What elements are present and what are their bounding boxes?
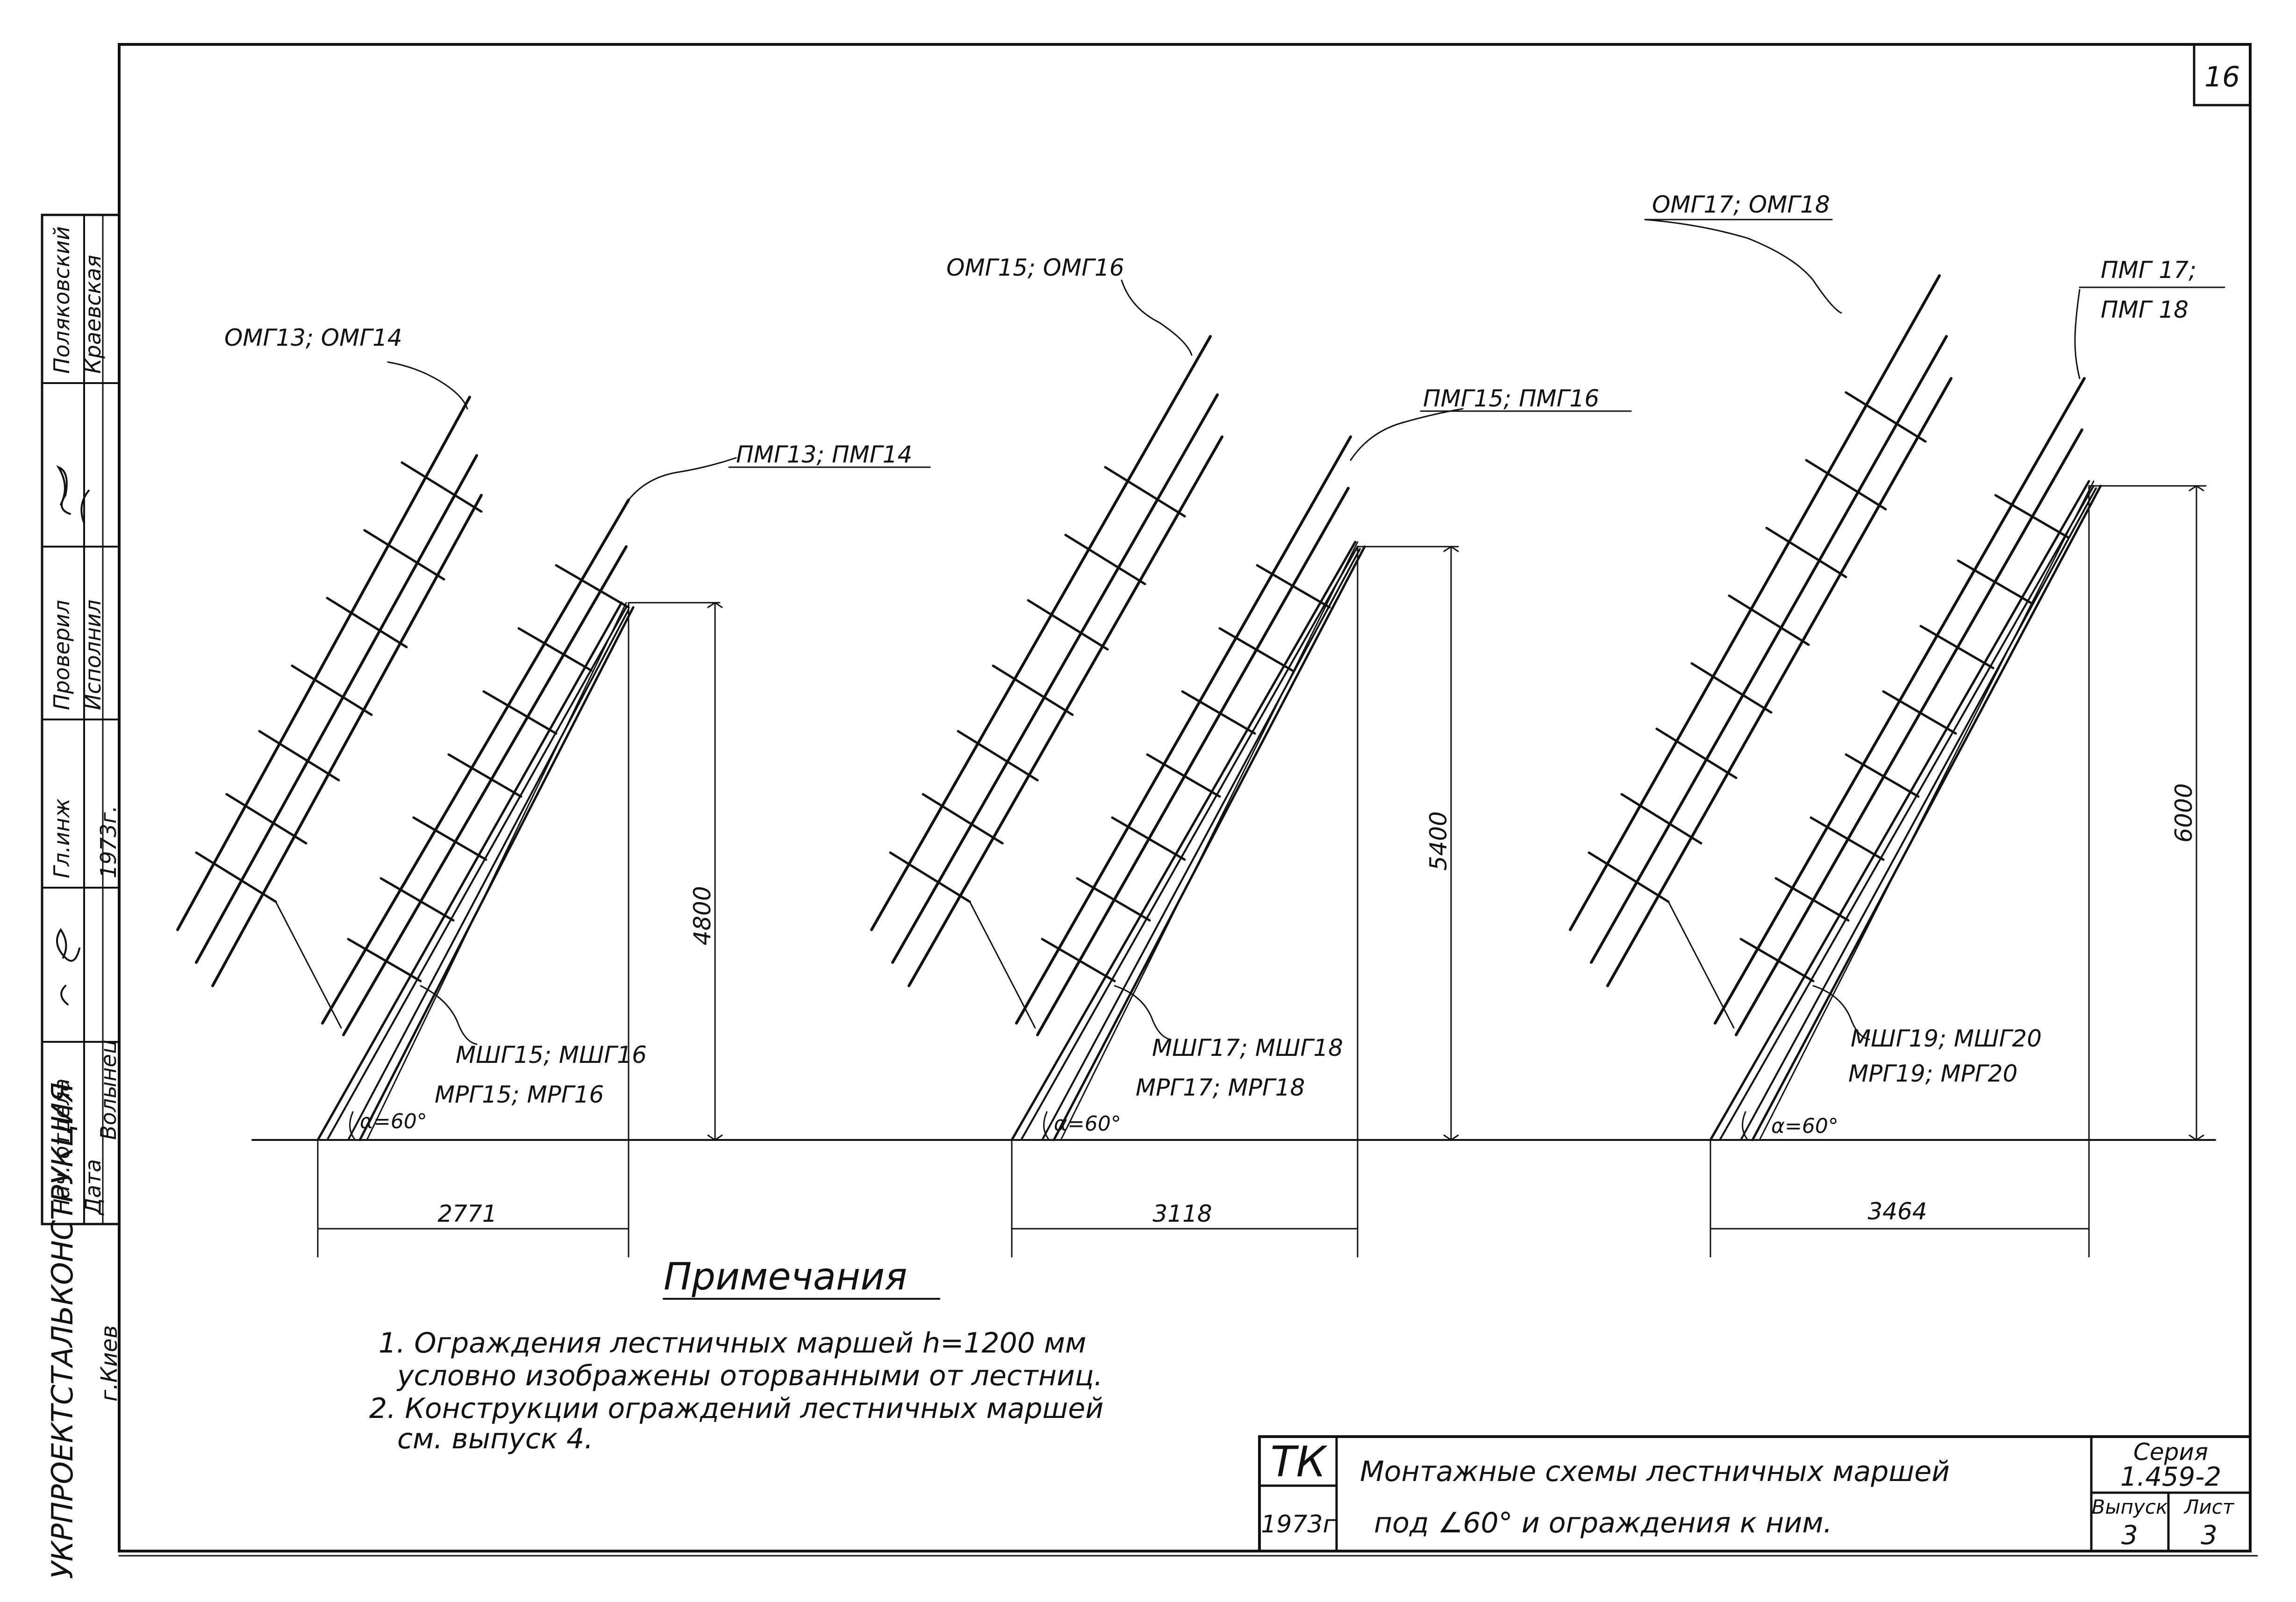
scheme-3-rail-label-2: ПМГ 18: [2101, 296, 2189, 323]
left-stamp: Нач. отдела Дата Волынец Гл.инж 1973г. П…: [41, 214, 121, 1225]
stamp-role-4: Гл.инж: [49, 798, 74, 878]
sheet-label: Лист: [2183, 1495, 2235, 1518]
scheme-1-guard-label: ОМГ13; ОМГ14: [224, 324, 402, 351]
scheme-1-flight-label-1: МШГ15; МШГ16: [456, 1041, 647, 1068]
scheme-1-guard-omg: [176, 361, 483, 987]
scheme-2-guard-omg: [870, 279, 1223, 987]
scheme-3-rail-label: ПМГ 17;: [2101, 256, 2196, 284]
notes-line-2: условно изображены оторванными от лестни…: [396, 1360, 1103, 1392]
scheme-2-flight-label-2: МРГ17; МРГ18: [1136, 1074, 1305, 1101]
scheme-2-width: 3118: [1152, 1200, 1212, 1227]
scheme-1-flight: [275, 498, 635, 1141]
scheme-3-width: 3464: [1867, 1198, 1927, 1225]
scheme-1-angle-label: α=60°: [360, 1110, 427, 1133]
scheme-1-dimensions: [317, 457, 931, 1258]
stamp-role-6: Исполнил: [80, 599, 106, 710]
scheme-2-angle-label: α=60°: [1054, 1112, 1121, 1136]
scheme-2-height: 5400: [1425, 811, 1452, 870]
scheme-3-angle-label: α=60°: [1771, 1114, 1838, 1138]
scheme-1-flight-label-2: МРГ15; МРГ16: [435, 1081, 604, 1108]
title-block-title-2: под ∠60° и ограждения к ним.: [1374, 1507, 1832, 1539]
sheet-number-box: 16: [2193, 43, 2252, 107]
title-block-title-1: Монтажные схемы лестничных маршей: [1360, 1455, 1950, 1488]
organization-city: г.Киев: [96, 1325, 122, 1402]
stamp-name-7: Поляковский: [49, 226, 74, 374]
scheme-labels: ОМГ13; ОМГ14 ПМГ13; ПМГ14 МШГ15; МШГ16 М…: [224, 191, 2197, 1227]
title-block: ТК 1973г Монтажные схемы лестничных марш…: [1258, 1435, 2252, 1552]
scheme-1: [176, 361, 931, 1258]
stamp-name-4: 1973г.: [96, 805, 121, 878]
series-value: 1.459-2: [2120, 1462, 2221, 1492]
stamp-role-2: Дата: [80, 1159, 106, 1216]
title-block-year: 1973г: [1261, 1510, 1336, 1538]
sheet-number: 16: [2204, 61, 2240, 93]
notes-line-1: 1. Ограждения лестничных маршей h=1200 м…: [379, 1327, 1086, 1360]
stamp-name-2: Волынец: [96, 1040, 121, 1140]
scheme-2-flight-label-1: МШГ17; МШГ18: [1152, 1034, 1343, 1061]
notes-line-4: см. выпуск 4.: [397, 1423, 593, 1455]
issue-value: 3: [2121, 1520, 2138, 1551]
notes-title: Примечания: [664, 1255, 907, 1298]
series-label: Серия: [2133, 1438, 2208, 1466]
sheet-value: 3: [2201, 1520, 2217, 1551]
signature-mark-1: [56, 928, 80, 1005]
issue-label: Выпуск: [2092, 1495, 2168, 1518]
scheme-2-dimensions: [1011, 408, 1632, 1258]
scheme-3-guard-omg: [1569, 219, 1953, 987]
title-block-code: ТК: [1271, 1438, 1328, 1487]
scheme-1-width: 2771: [437, 1200, 497, 1227]
stamp-role-5: Проверил: [49, 600, 74, 710]
organization-name: УКРПРОЕКТСТАЛЬКОНСТРУКЦИЯ: [45, 1082, 79, 1579]
notes: Примечания 1. Ограждения лестничных марш…: [369, 1255, 1103, 1455]
signature-mark-2: [56, 465, 90, 524]
scheme-1-height: 4800: [689, 886, 716, 945]
scheme-2-flight: [969, 435, 1366, 1141]
notes-line-3: 2. Конструкции ограждений лестничных мар…: [369, 1392, 1103, 1425]
scheme-3-height: 6000: [2170, 783, 2197, 842]
scheme-2-rail-label: ПМГ15; ПМГ16: [1423, 385, 1599, 412]
scheme-3-guard-label: ОМГ17; ОМГ18: [1652, 191, 1830, 218]
scheme-3: [1569, 219, 2225, 1258]
scheme-3-flight-label-1: МШГ19; МШГ20: [1851, 1025, 2042, 1052]
scheme-3-flight: [1667, 377, 2102, 1141]
scheme-2-guard-label: ОМГ15; ОМГ16: [946, 254, 1124, 281]
stamp-name-8: Краевская: [80, 255, 106, 374]
stamp-role-1: Нач. отдела: [49, 1078, 74, 1215]
scheme-2: [870, 279, 1632, 1258]
scheme-3-flight-label-2: МРГ19; МРГ20: [1848, 1060, 2017, 1087]
scheme-1-rail-label: ПМГ13; ПМГ14: [736, 441, 912, 468]
scheme-3-dimensions: [1709, 286, 2225, 1258]
